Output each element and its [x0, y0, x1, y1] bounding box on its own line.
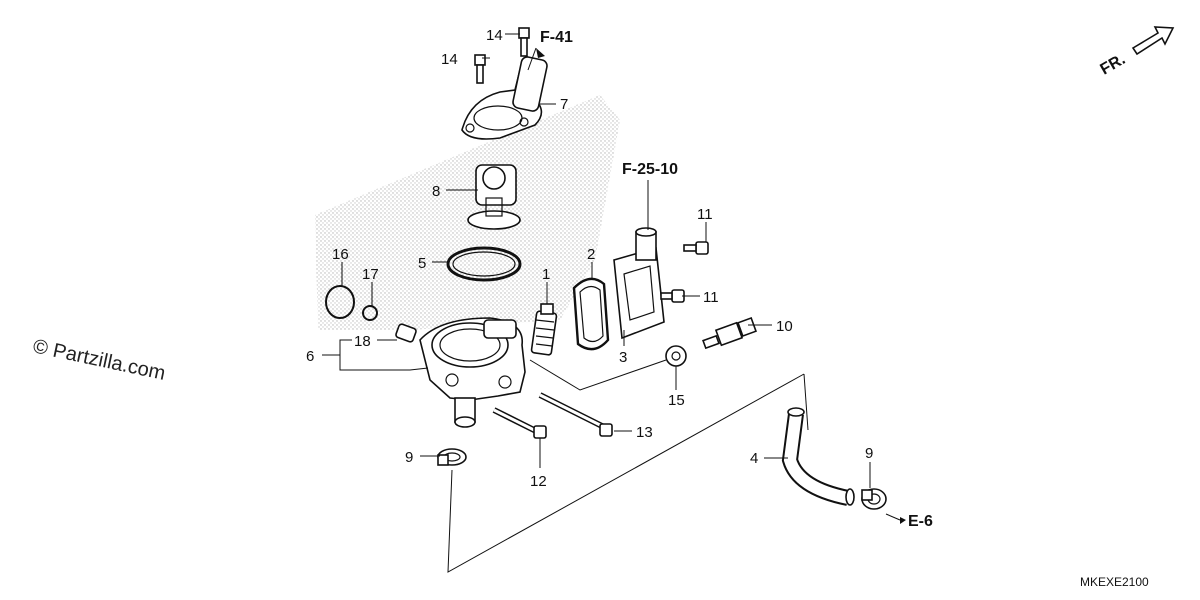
gasket-2: [572, 277, 610, 351]
callout-11a: 11: [697, 206, 713, 223]
hose-clamp-9-right: [861, 488, 887, 510]
callout-1: 1: [542, 266, 550, 283]
callout-5: 5: [418, 255, 426, 272]
reference-e6: E-6: [908, 513, 933, 530]
water-hose-4: [781, 407, 855, 506]
callout-14a: 14: [441, 51, 458, 68]
thermostat-housing: [419, 317, 526, 428]
callout-3: 3: [619, 349, 627, 366]
bolt-14-left: [474, 54, 486, 84]
orientation-label: FR.: [1098, 51, 1129, 79]
callout-6: 6: [306, 348, 314, 365]
bolt-12: [492, 407, 547, 439]
bolt-14-right: [518, 27, 530, 57]
o-ring-17: [362, 305, 378, 321]
callout-12: 12: [530, 473, 547, 490]
thermostat-cover: [461, 56, 548, 140]
e6-arrow-icon: [900, 517, 906, 524]
callout-8: 8: [432, 183, 440, 200]
reference-f41: F-41: [540, 29, 573, 46]
watermark: © Partzilla.com: [31, 335, 167, 385]
bolt-13: [538, 392, 613, 437]
front-direction-arrow-icon: [1131, 26, 1175, 56]
callout-14b: 14: [486, 27, 503, 44]
callout-2: 2: [587, 246, 595, 263]
circlip-16: [325, 285, 355, 319]
f41-arrow-icon: [536, 48, 545, 58]
callout-7: 7: [560, 96, 568, 113]
water-joint-3: [613, 227, 665, 340]
diagram-code: MKEXE2100: [1080, 575, 1149, 589]
callout-16: 16: [332, 246, 349, 263]
leader-lines: [322, 33, 901, 573]
washer-15: [665, 345, 687, 367]
callout-11b: 11: [703, 289, 719, 306]
callout-10: 10: [776, 318, 793, 335]
callout-9a: 9: [405, 449, 413, 466]
callout-4: 4: [750, 450, 758, 467]
shading-band: [315, 95, 620, 330]
callout-15: 15: [668, 392, 685, 409]
bolt-11-lower: [660, 289, 685, 303]
thermostat: [467, 164, 521, 230]
callout-9b: 9: [865, 445, 873, 462]
hose-clamp-9-left: [437, 448, 467, 466]
bolt-11-upper: [683, 241, 709, 255]
temperature-sensor-10: [702, 317, 757, 350]
reference-f2510: F-25-10: [622, 161, 678, 178]
callout-13: 13: [636, 424, 653, 441]
o-ring-5: [446, 246, 522, 282]
callout-18: 18: [354, 333, 371, 350]
callout-17: 17: [362, 266, 379, 283]
dowel-pin-18: [395, 323, 417, 343]
